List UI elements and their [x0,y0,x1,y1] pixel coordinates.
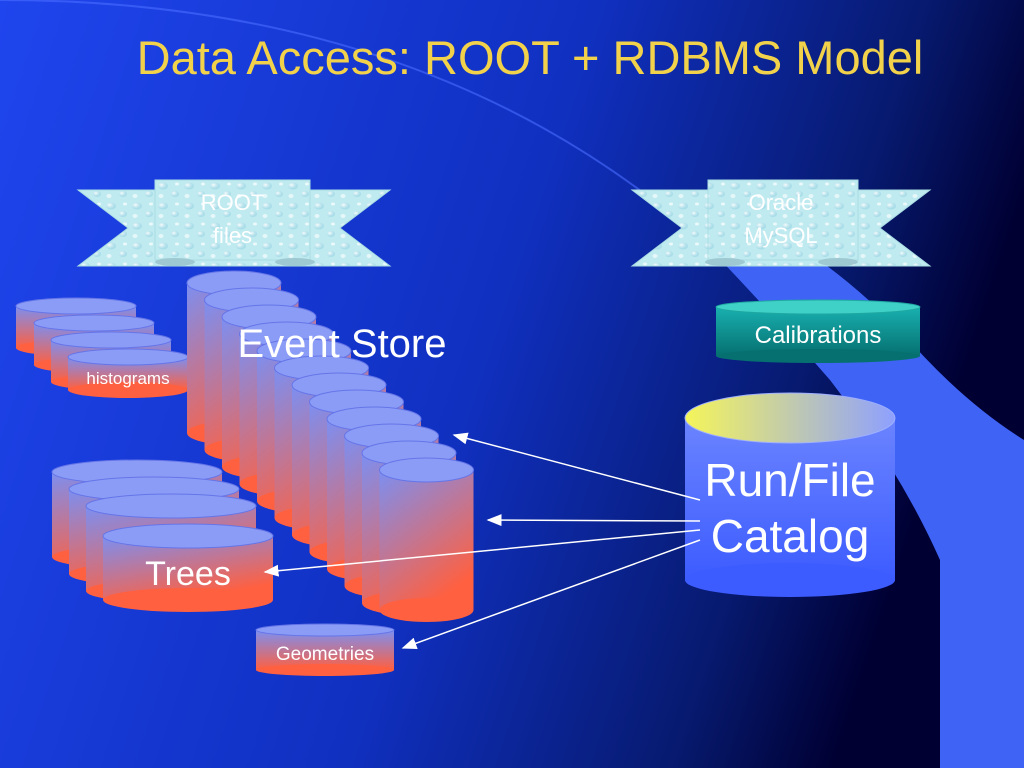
oracle-mysql-banner [630,179,932,267]
calibrations-label: Calibrations [754,322,882,349]
event-store-label: Event Store [237,322,447,366]
root-label-line1: ROOT [200,190,265,215]
root-files-label: ROOT files [155,186,310,252]
catalog-label: Run/File Catalog [685,452,895,564]
catalog-cylinder [684,392,896,597]
root-files-banner [76,179,392,267]
histograms-stack [15,297,189,398]
catalog-label-line1: Run/File [704,454,876,506]
root-label-line2: files [212,223,253,248]
decorative-curve [0,0,691,231]
arrow-to-geometries [401,539,701,650]
arrow-to-trees [263,529,701,577]
catalog-label-line2: Catalog [710,510,870,562]
geometries-label: Geometries [275,644,375,665]
event-store-cylinder [379,457,474,622]
slide-title: Data Access: ROOT + RDBMS Model [136,31,924,84]
event-store-stack [186,270,474,622]
catalog-arrows [263,432,701,650]
rdbms-label-line2: MySQL [744,223,818,248]
histograms-label: histograms [86,369,170,388]
arrow-to-event-store-lower [486,514,701,527]
trees-stack [51,459,274,612]
decorative-ribbon [690,228,1024,768]
rdbms-label-line1: Oracle [748,190,814,215]
trees-label: Trees [145,555,231,593]
oracle-mysql-label: Oracle MySQL [706,186,856,252]
geometries-cylinder [255,623,395,676]
arrow-to-event-store [452,432,701,501]
calibrations-cylinder [715,299,921,363]
